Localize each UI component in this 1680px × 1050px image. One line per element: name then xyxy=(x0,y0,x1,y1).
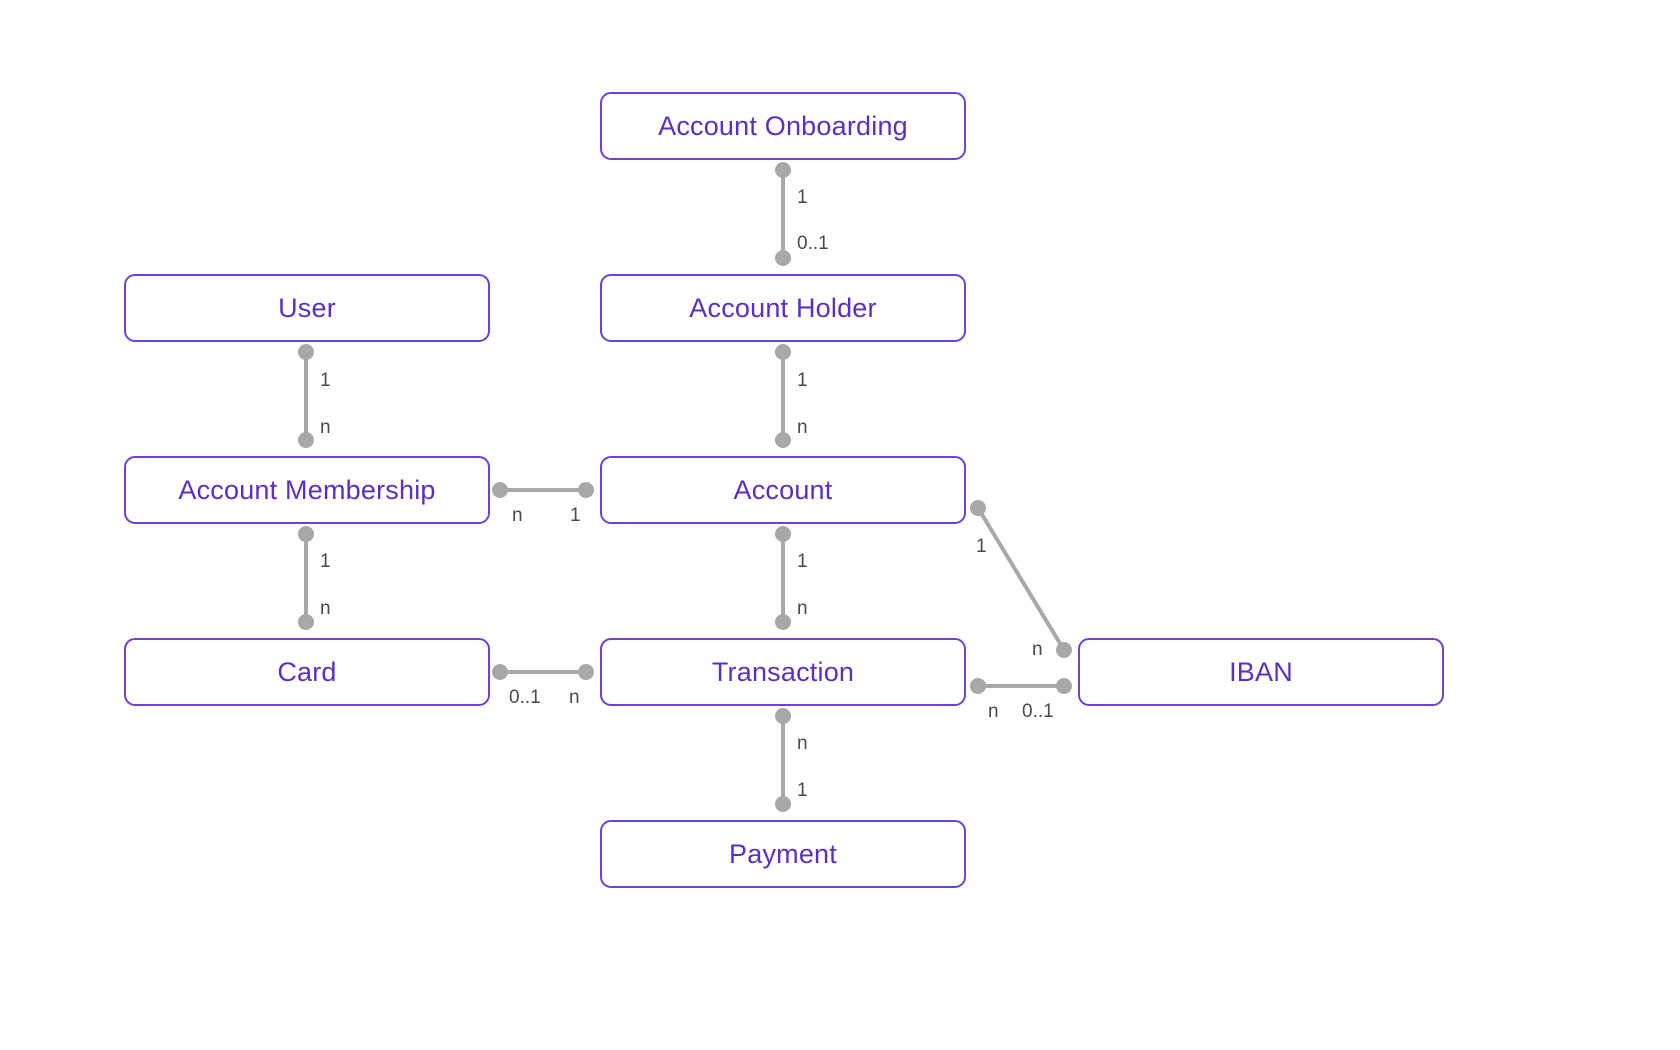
cardinality-label-transaction-payment-to: 1 xyxy=(797,780,808,801)
cardinality-label-card-transaction-from: 0..1 xyxy=(509,687,541,708)
connector-transaction-iban xyxy=(970,678,1072,694)
entity-card[interactable]: Card xyxy=(124,638,490,706)
cardinality-label-account-transaction-to: n xyxy=(797,598,808,619)
cardinality-label-account-iban-to: n xyxy=(1032,639,1043,660)
entity-transaction[interactable]: Transaction xyxy=(600,638,966,706)
entity-label: Transaction xyxy=(711,656,855,687)
connector-endpoint-dot-start xyxy=(775,162,791,178)
entity-label: IBAN xyxy=(1229,656,1293,687)
connector-endpoint-dot-end xyxy=(1056,678,1072,694)
connector-endpoint-dot-start xyxy=(492,664,508,680)
connector-account-transaction xyxy=(775,526,791,630)
entity-label: Payment xyxy=(729,838,837,869)
entity-payment[interactable]: Payment xyxy=(600,820,966,888)
cardinality-label-membership-card-from: 1 xyxy=(320,551,331,572)
connector-membership-card xyxy=(298,526,314,630)
connector-line xyxy=(976,506,1066,652)
entity-label: Card xyxy=(277,656,337,687)
entity-user[interactable]: User xyxy=(124,274,490,342)
cardinality-label-user-membership-from: 1 xyxy=(320,370,331,391)
connector-endpoint-dot-end xyxy=(775,250,791,266)
connector-onboarding-holder xyxy=(775,162,791,266)
cardinality-label-card-transaction-to: n xyxy=(569,687,580,708)
entity-label: Account xyxy=(733,474,833,505)
cardinality-label-holder-account-from: 1 xyxy=(797,370,808,391)
cardinality-label-transaction-payment-from: n xyxy=(797,733,808,754)
cardinality-label-onboarding-holder-from: 1 xyxy=(797,187,808,208)
cardinality-label-onboarding-holder-to: 0..1 xyxy=(797,233,829,254)
entity-account-onboarding[interactable]: Account Onboarding xyxy=(600,92,966,160)
cardinality-label-membership-account-from: n xyxy=(512,505,523,526)
connector-endpoint-dot-start xyxy=(775,708,791,724)
entity-account-membership[interactable]: Account Membership xyxy=(124,456,490,524)
connector-endpoint-dot-end xyxy=(775,614,791,630)
connector-endpoint-dot-end xyxy=(298,432,314,448)
entity-iban[interactable]: IBAN xyxy=(1078,638,1444,706)
entity-label: Account Onboarding xyxy=(658,110,908,141)
entity-account-holder[interactable]: Account Holder xyxy=(600,274,966,342)
connector-membership-account xyxy=(492,482,594,498)
connector-holder-account xyxy=(775,344,791,448)
connector-endpoint-dot-end xyxy=(298,614,314,630)
entity-account[interactable]: Account xyxy=(600,456,966,524)
cardinality-label-account-iban-from: 1 xyxy=(976,536,987,557)
entity-label: User xyxy=(278,292,336,323)
entity-label: Account Holder xyxy=(689,292,877,323)
connector-endpoint-dot-start xyxy=(775,344,791,360)
cardinality-label-user-membership-to: n xyxy=(320,417,331,438)
connector-endpoint-dot-end xyxy=(578,664,594,680)
cardinality-label-membership-account-to: 1 xyxy=(570,505,581,526)
connector-endpoint-dot-start xyxy=(775,526,791,542)
cardinality-label-holder-account-to: n xyxy=(797,417,808,438)
entity-label: Account Membership xyxy=(178,474,436,505)
connector-account-iban xyxy=(970,500,1072,658)
connector-endpoint-dot-start xyxy=(298,344,314,360)
connector-endpoint-dot-end xyxy=(775,796,791,812)
cardinality-label-membership-card-to: n xyxy=(320,598,331,619)
connector-transaction-payment xyxy=(775,708,791,812)
connector-endpoint-dot-start xyxy=(298,526,314,542)
connector-endpoint-dot-start xyxy=(970,500,986,516)
connector-user-membership xyxy=(298,344,314,448)
connector-endpoint-dot-end xyxy=(1056,642,1072,658)
connector-endpoint-dot-start xyxy=(970,678,986,694)
connector-endpoint-dot-start xyxy=(492,482,508,498)
connector-endpoint-dot-end xyxy=(578,482,594,498)
connector-endpoint-dot-end xyxy=(775,432,791,448)
cardinality-label-transaction-iban-from: n xyxy=(988,701,999,722)
connector-card-transaction xyxy=(492,664,594,680)
cardinality-label-transaction-iban-to: 0..1 xyxy=(1022,701,1054,722)
cardinality-label-account-transaction-from: 1 xyxy=(797,551,808,572)
